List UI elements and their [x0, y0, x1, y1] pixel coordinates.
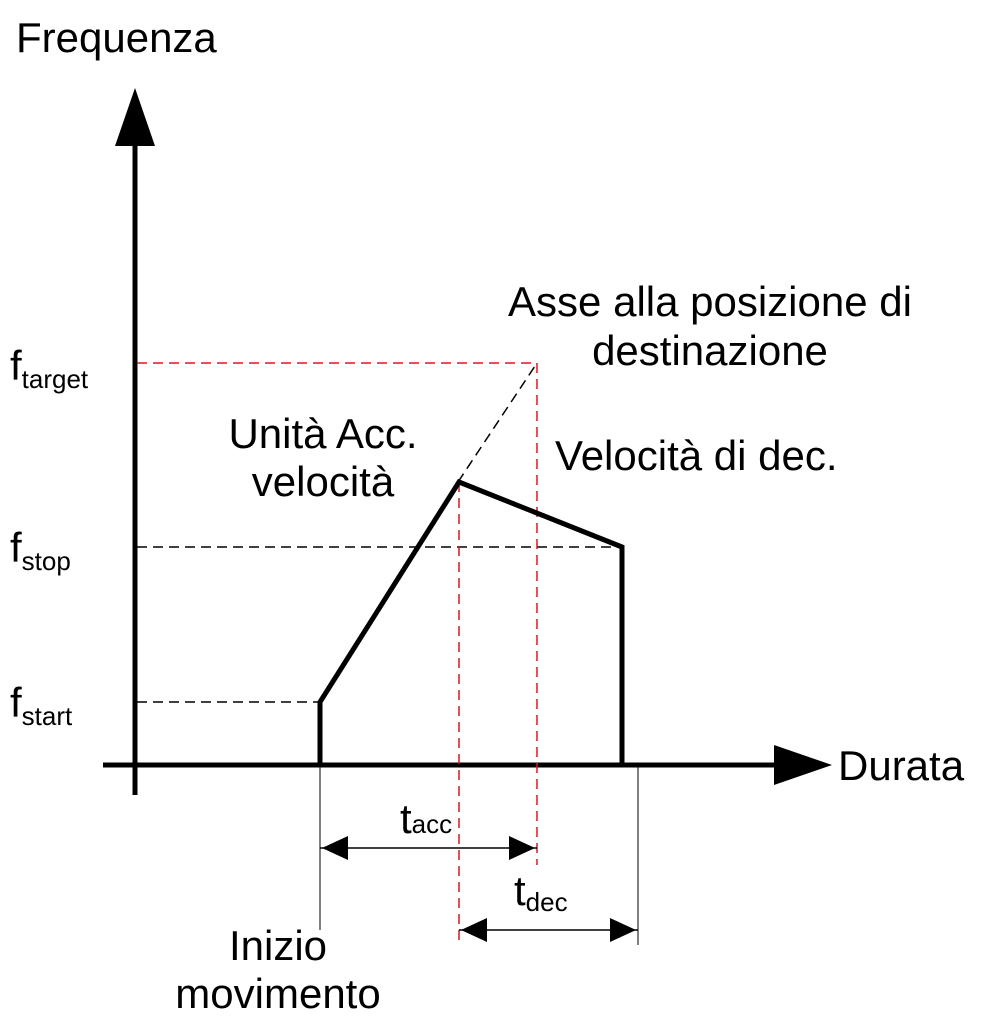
destination-annotation-line2: destinazione — [592, 327, 828, 374]
t-dec-label: tdec — [514, 867, 568, 917]
t-dec-arrow-left — [461, 918, 487, 942]
accel-annotation-line2: velocità — [252, 458, 395, 505]
x-axis-label: Durata — [838, 742, 965, 789]
x-axis-arrowhead — [774, 745, 832, 785]
extrapolated-accel-line — [457, 362, 538, 483]
t-dec-arrow-right — [610, 918, 636, 942]
t-acc-label: tacc — [400, 795, 452, 842]
velocity-profile-line — [317, 478, 625, 765]
y-axis-arrowhead — [115, 88, 155, 146]
f-stop-label: fstop — [10, 524, 71, 576]
start-annotation-line2: movimento — [175, 970, 380, 1017]
destination-annotation-line1: Asse alla posizione di — [508, 278, 912, 325]
f-start-label: fstart — [10, 679, 73, 731]
start-annotation-line1: Inizio — [229, 922, 327, 969]
accel-annotation-line1: Unità Acc. — [228, 410, 417, 457]
decel-annotation: Velocità di dec. — [555, 432, 838, 479]
y-axis-label: Frequenza — [16, 14, 217, 61]
t-acc-arrow-right — [509, 836, 535, 860]
t-acc-arrow-left — [322, 836, 348, 860]
f-target-label: ftarget — [10, 342, 89, 394]
